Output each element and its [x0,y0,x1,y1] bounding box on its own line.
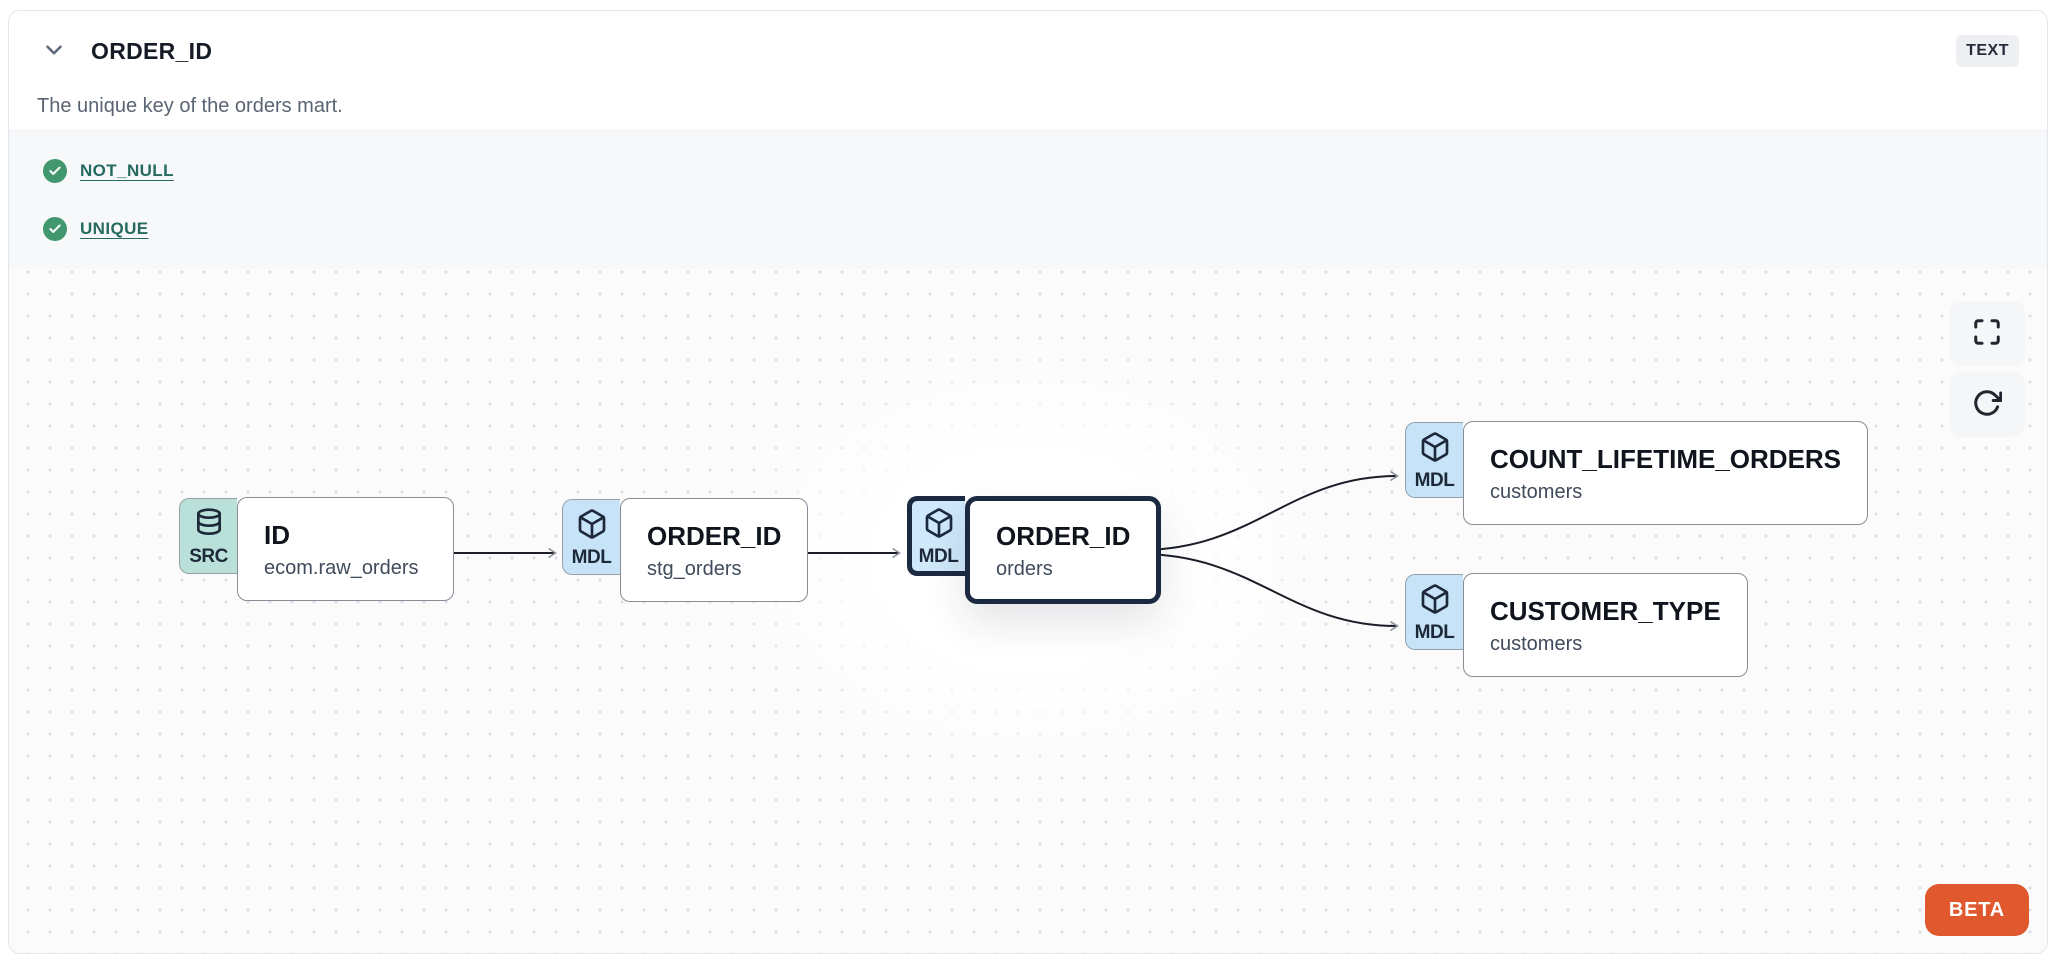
node-subtitle: stg_orders [647,558,742,580]
fullscreen-button[interactable] [1949,301,2025,366]
node-title: COUNT_LIFETIME_ORDERS [1490,444,1842,474]
test-pass-check-icon [43,159,67,183]
node-body: ORDER_ID orders [965,496,1162,604]
test-link-unique[interactable]: UNIQUE [80,219,149,238]
lineage-canvas[interactable]: SRC ID ecom.raw_orders MDL ORDER_ID stg_… [9,269,2047,953]
refresh-button[interactable] [1949,372,2025,437]
node-type-label: MDL [571,546,612,568]
box-icon [576,508,608,545]
node-body: ORDER_ID stg_orders [620,498,809,602]
test-row: NOT_NULL [43,159,2047,183]
node-type-badge: MDL [1405,574,1463,650]
node-type-label: MDL [1414,621,1455,643]
test-link-not-null[interactable]: NOT_NULL [80,161,174,180]
column-details-panel: ORDER_ID TEXT The unique key of the orde… [8,10,2048,954]
lineage-node-source-id[interactable]: SRC ID ecom.raw_orders [179,497,454,601]
data-type-badge: TEXT [1956,35,2019,67]
node-title: ID [264,520,290,550]
box-icon [1419,583,1451,620]
node-body: CUSTOMER_TYPE customers [1463,573,1748,677]
test-pass-check-icon [43,217,67,241]
column-description: The unique key of the orders mart. [37,95,343,117]
lineage-node-stg-orders[interactable]: MDL ORDER_ID stg_orders [562,498,809,602]
node-subtitle: customers [1490,633,1583,655]
graph-controls [1949,301,2025,437]
lineage-node-customer-type[interactable]: MDL CUSTOMER_TYPE customers [1405,573,1748,677]
node-title: ORDER_ID [647,521,782,551]
node-title: CUSTOMER_TYPE [1490,596,1721,626]
node-type-badge: SRC [179,498,237,574]
lineage-node-orders-selected[interactable]: MDL ORDER_ID orders [907,496,1162,604]
tests-section: NOT_NULL UNIQUE [9,129,2047,269]
node-type-label: SRC [189,545,228,567]
node-body: ID ecom.raw_orders [237,497,454,601]
title-row: ORDER_ID [29,33,2019,69]
collapse-chevron-button[interactable] [39,36,69,66]
node-subtitle: ecom.raw_orders [264,557,419,579]
chevron-down-icon [41,37,67,66]
box-icon [923,507,955,544]
node-type-label: MDL [1414,469,1455,491]
node-type-badge: MDL [562,499,620,575]
beta-badge: BETA [1924,884,2029,936]
node-title: ORDER_ID [996,521,1131,551]
lineage-node-count-lifetime-orders[interactable]: MDL COUNT_LIFETIME_ORDERS customers [1405,421,1869,525]
node-type-label: MDL [918,545,959,567]
node-type-badge: MDL [907,496,965,576]
node-body: COUNT_LIFETIME_ORDERS customers [1463,421,1869,525]
node-type-badge: MDL [1405,422,1463,498]
column-name-title: ORDER_ID [91,37,213,64]
node-subtitle: orders [996,558,1053,580]
header: ORDER_ID TEXT The unique key of the orde… [9,11,2047,129]
fullscreen-icon [1972,317,2002,350]
test-row: UNIQUE [43,217,2047,241]
box-icon [1419,431,1451,468]
database-icon [193,507,225,544]
refresh-icon [1972,388,2003,421]
node-subtitle: customers [1490,481,1583,503]
